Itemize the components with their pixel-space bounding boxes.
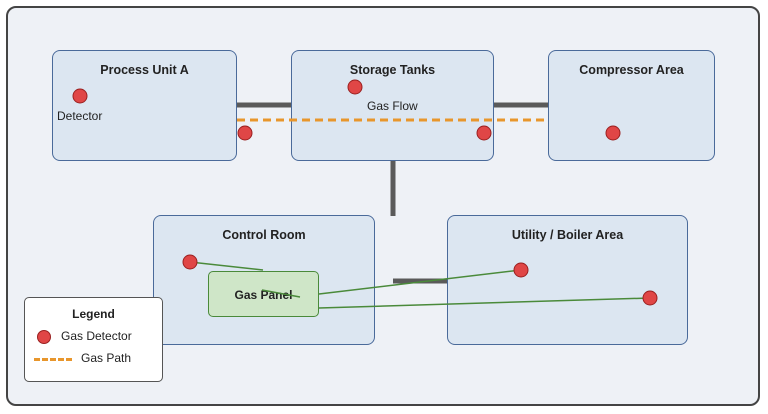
zone-title: Utility / Boiler Area xyxy=(511,228,624,242)
zone-title: Process Unit A xyxy=(100,63,189,77)
gas-panel-label: Gas Panel xyxy=(234,288,293,302)
gas-panel: Gas Panel xyxy=(208,271,319,317)
gas-flow-label: Gas Flow xyxy=(367,99,418,113)
zone-compressor-area: Compressor Area xyxy=(548,50,715,161)
zone-utility-boiler: Utility / Boiler Area xyxy=(447,215,688,345)
zone-storage-tanks: Storage Tanks xyxy=(291,50,494,161)
legend: Legend Gas Detector Gas Path xyxy=(24,297,163,382)
legend-gas-path-icon xyxy=(34,358,72,361)
zone-title: Control Room xyxy=(222,228,306,242)
zone-title: Storage Tanks xyxy=(349,63,436,77)
zone-title: Compressor Area xyxy=(579,63,684,77)
zone-process-unit-a: Process Unit A xyxy=(52,50,237,161)
legend-detector-icon xyxy=(37,330,51,344)
legend-detector-label: Gas Detector xyxy=(61,329,132,343)
legend-title: Legend xyxy=(72,307,115,321)
detector-label: Detector xyxy=(57,109,103,123)
legend-gas-path-label: Gas Path xyxy=(81,351,132,365)
